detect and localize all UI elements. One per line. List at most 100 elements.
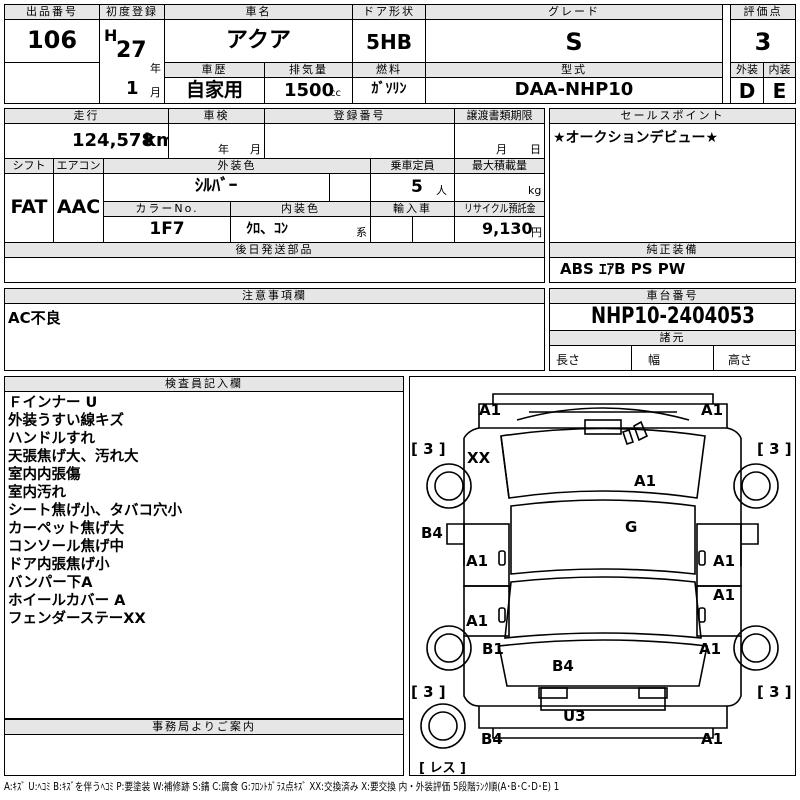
later-parts-cell (4, 257, 545, 283)
recycle-fee-header-text: リサイクル預託金 (463, 202, 536, 215)
max-load-unit: kg (528, 184, 542, 197)
caution-note: AC不良 (8, 309, 61, 327)
tread-front-right: [ 3 ] (757, 440, 792, 458)
transfer-day-unit: 日 (530, 143, 541, 156)
color-number: 1F7 (149, 219, 185, 239)
grade-header: グレード (425, 4, 723, 20)
displacement-header: 排気量 (264, 62, 353, 78)
capacity-header: 乗車定員 (370, 158, 455, 174)
inspector-note: 室内汚れ (8, 485, 66, 501)
history-cell (164, 77, 265, 104)
registration-month-unit: 月 (150, 86, 161, 99)
interior-grade: E (772, 79, 787, 103)
damage-windshield: A1 (634, 472, 656, 490)
chassis-number-text: NHP10-2404053 (590, 304, 755, 329)
spec-header: 諸元 (549, 330, 796, 346)
tread-rear-right: [ 3 ] (757, 683, 792, 701)
lot-number-header: 出品番号 (4, 4, 100, 20)
exterior-color: ｼﾙﾊﾞｰ (194, 176, 238, 196)
spec-length-cell (549, 345, 632, 371)
damage-left-fender: XX (467, 449, 491, 467)
interior-color-suffix: 系 (356, 226, 367, 239)
exterior-color-cell (103, 173, 371, 202)
recycle-fee-header: リサイクル預託金 (454, 201, 545, 217)
max-load-header: 最大積載量 (454, 158, 545, 174)
chassis-number-cell (549, 303, 796, 331)
displacement-cell (264, 77, 353, 104)
grade-cell (425, 19, 723, 63)
aircon-cell (53, 173, 104, 243)
damage-rear-bumper-right: A1 (701, 730, 723, 748)
spec-height-cell (713, 345, 796, 371)
fuel-type: ｶﾞｿﾘﾝ (371, 81, 407, 97)
model-code-cell (425, 77, 723, 104)
door-type: 5HB (366, 30, 412, 54)
recycle-fee: 9,130 (482, 219, 533, 238)
registration-number-cell (264, 123, 455, 159)
equipment-cell (549, 257, 796, 283)
model-code: DAA-NHP10 (514, 79, 634, 100)
exterior-grade-header: 外装 (730, 62, 764, 78)
recycle-fee-unit: 円 (531, 226, 542, 239)
damage-left-front-door: A1 (466, 552, 488, 570)
registration-year-unit: 年 (150, 62, 161, 75)
car-outline (420, 393, 779, 749)
capacity-unit: 人 (436, 184, 447, 197)
color-number-header: カラーNo. (103, 201, 231, 217)
chassis-number: NHP10-2404053 (549, 306, 796, 328)
interior-color-header: 内装色 (230, 201, 371, 217)
registration-number-header: 登録番号 (264, 108, 455, 124)
inspector-note: カーペット焦げ大 (8, 521, 124, 537)
interior-grade-header: 内装 (763, 62, 796, 78)
exterior-grade: D (738, 79, 756, 103)
registration-era: H (104, 26, 118, 45)
recycle-fee-cell (454, 216, 545, 243)
shift-cell (4, 173, 54, 243)
registration-year: 27 (116, 38, 147, 63)
damage-front-left: A1 (479, 401, 501, 419)
grade: S (565, 28, 583, 56)
car-name-header: 車名 (164, 4, 353, 20)
registration-month: 1 (126, 78, 139, 99)
car-damage-diagram: A1 A1 [ 3 ] [ 3 ] XX A1 G B4 A1 A1 A1 A1… (409, 376, 796, 776)
inspection-year-unit: 年 (218, 143, 229, 156)
first-registration-cell (99, 19, 165, 104)
tread-rear-left: [ 3 ] (411, 683, 446, 701)
spec-height-label: 高さ (728, 353, 753, 367)
damage-left-rear-door: A1 (466, 612, 488, 630)
office-notice-header: 事務局よりご案内 (4, 719, 404, 735)
history-header: 車歴 (164, 62, 265, 78)
inspection-month-unit: 月 (250, 143, 261, 156)
chassis-number-header: 車台番号 (549, 288, 796, 304)
caution-cell (4, 303, 545, 371)
spare-tire-status: [ レス ] (419, 761, 466, 776)
transfer-deadline-header: 譲渡書類期限 (454, 108, 545, 124)
damage-right-front-door: A1 (713, 552, 735, 570)
spec-length-label: 長さ (556, 353, 581, 367)
damage-rear-bumper-left: B4 (481, 730, 503, 748)
sales-point-cell (549, 123, 796, 243)
shift-header: シフト (4, 158, 54, 174)
exterior-color-sub-cell (329, 173, 371, 202)
spec-width-label: 幅 (648, 353, 661, 367)
door-type-header: ドア形状 (352, 4, 426, 20)
inspector-note: シート焦げ小、タバコ穴小 (8, 503, 182, 519)
diagram-frame (409, 376, 796, 776)
exterior-color-header: 外装色 (103, 158, 371, 174)
aircon-type: AAC (56, 196, 101, 218)
tread-front-left: [ 3 ] (411, 440, 446, 458)
sales-point-header: セールスポイント (549, 108, 796, 124)
fuel-header: 燃料 (352, 62, 426, 78)
import-header: 輸入車 (370, 201, 455, 217)
car-history: 自家用 (185, 79, 243, 101)
legend: A:ｷｽﾞ U:ﾍｺﾐ B:ｷｽﾞを伴うﾍｺﾐ P:要塗装 W:補修跡 S:錆 … (4, 782, 681, 793)
damage-roof: G (625, 518, 637, 536)
first-registration-header: 初度登録 (99, 4, 165, 20)
mileage-unit: km (144, 130, 175, 151)
model-code-header: 型式 (425, 62, 723, 78)
max-load-cell (454, 173, 545, 202)
mileage-cell (4, 123, 169, 159)
car-name: アクア (226, 28, 291, 53)
damage-front-right: A1 (701, 401, 723, 419)
equipment-header: 純正装備 (549, 242, 796, 258)
